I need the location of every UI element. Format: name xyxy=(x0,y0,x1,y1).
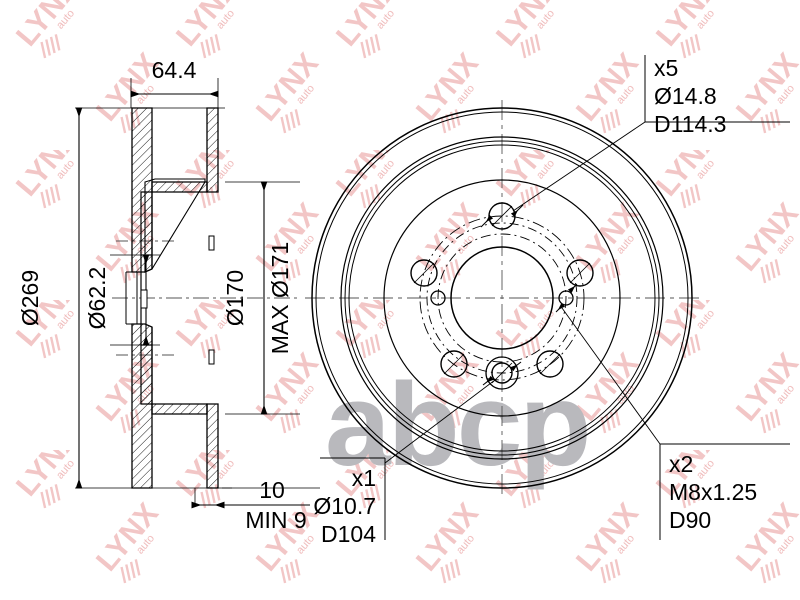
face-pcd-90-circle xyxy=(437,233,567,363)
locating-hole-inner xyxy=(491,362,513,384)
locating-hole-slash xyxy=(491,362,513,384)
section-flange-notch-top xyxy=(208,235,215,251)
annotation-locating-hole-line-1: x1 xyxy=(352,465,376,491)
bolt-hole xyxy=(536,350,564,378)
dimension-width-overall: 64.4 xyxy=(130,57,219,98)
face-threaded-holes xyxy=(430,290,574,306)
face-friction-band-outer-circle xyxy=(340,136,664,460)
annotation-threaded-holes-line-3: D90 xyxy=(669,507,711,533)
face-outer-edge-inner-circle xyxy=(315,111,689,485)
section-contour-lines xyxy=(125,108,153,488)
annotation-locating-hole-line-2: Ø10.7 xyxy=(313,493,376,519)
annotation-locating-hole: x1 Ø10.7 D104 xyxy=(313,457,386,547)
face-centerlines xyxy=(305,100,700,498)
annotation-threaded-holes-line-1: x2 xyxy=(669,451,693,477)
annotation-bolt-holes-line-1: x5 xyxy=(654,55,678,81)
section-body xyxy=(125,107,219,489)
dimension-disc-thickness: 10 MIN 9 xyxy=(191,477,310,533)
locating-hole-outer xyxy=(485,356,519,390)
face-view: x5 Ø14.8 D114.3 x2 M8x1.25 D90 x1 Ø10.7 … xyxy=(305,55,790,547)
threaded-hole xyxy=(558,290,574,306)
annotation-threaded-holes-line-2: M8x1.25 xyxy=(669,479,757,505)
section-friction-face xyxy=(125,271,137,325)
dimension-disc-thickness-min-label: MIN 9 xyxy=(245,507,306,533)
dimension-outer-diameter-label: Ø269 xyxy=(17,270,43,326)
section-bore-wall-top xyxy=(140,191,153,256)
annotation-bolt-holes: x5 Ø14.8 D114.3 xyxy=(644,55,790,137)
bolt-hole xyxy=(440,350,468,378)
annotation-bolt-holes-line-3: D114.3 xyxy=(654,111,726,137)
section-hub-wall-top-outline xyxy=(144,178,206,273)
section-hat-web-bottom xyxy=(151,403,208,415)
section-hat-flange-top xyxy=(206,107,219,193)
annotation-locating-hole-line-3: D104 xyxy=(321,521,376,547)
section-view: 64.4 Ø269 Ø62.2 Ø170 MAX Ø171 xyxy=(17,57,320,533)
section-flange-notch-bottom xyxy=(208,349,215,365)
face-hub-diameter-circle xyxy=(383,179,621,417)
annotation-leader-lines xyxy=(384,121,661,464)
dimension-outer-diameter: Ø269 xyxy=(17,107,83,489)
section-bore-wall-bottom xyxy=(140,344,153,405)
face-friction-band-inner-circle xyxy=(344,140,660,456)
threaded-hole xyxy=(430,290,446,306)
face-hat-outer-circle xyxy=(348,144,656,452)
dimension-disc-thickness-label: 10 xyxy=(259,477,285,503)
face-center-bore-circle xyxy=(450,246,554,350)
face-leader-arrows xyxy=(480,204,578,386)
dimension-center-bore-label: Ø62.2 xyxy=(84,267,110,330)
dimension-width-overall-label: 64.4 xyxy=(152,57,197,83)
bolt-hole xyxy=(410,259,438,287)
annotation-threaded-holes: x2 M8x1.25 D90 xyxy=(659,443,790,540)
annotation-bolt-holes-line-2: Ø14.8 xyxy=(654,83,717,109)
abcp-watermark-text: abcp xyxy=(325,359,588,491)
face-locating-hole xyxy=(485,356,519,390)
face-outer-diameter-circle xyxy=(311,107,693,489)
section-bore-notch xyxy=(140,289,148,309)
section-hat-flange-bottom xyxy=(206,403,219,489)
section-hat-web-top xyxy=(151,181,208,193)
bolt-hole xyxy=(566,259,594,287)
